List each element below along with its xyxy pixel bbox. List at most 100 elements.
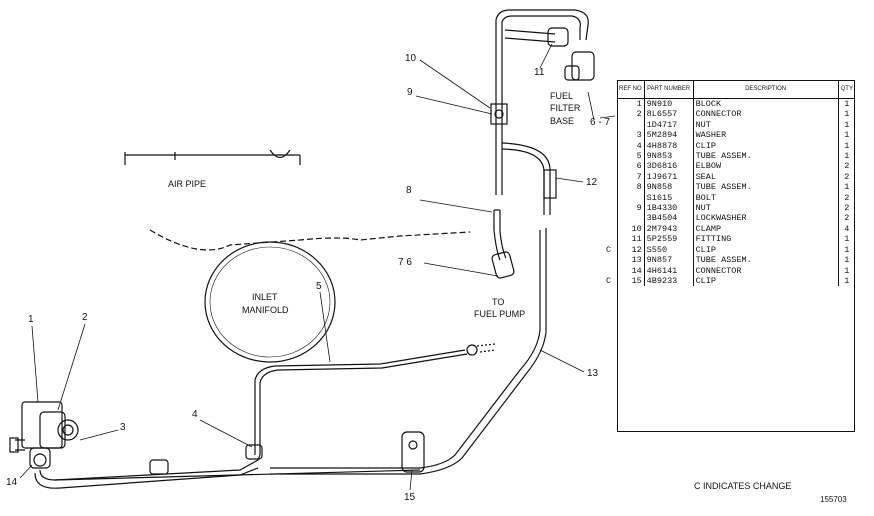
cell-qty: 2 xyxy=(844,192,850,203)
cell-ref: 9 xyxy=(617,203,645,214)
cell-ref: 7 xyxy=(617,171,645,183)
cell-part-number: 5P2559 xyxy=(644,234,694,245)
cell-ref: 2 xyxy=(617,109,645,120)
leader-lines xyxy=(19,43,595,491)
cell-ref: 10 xyxy=(617,223,645,235)
cell-ref: 14 xyxy=(617,265,645,276)
cell-part-number: 9N853 xyxy=(644,151,694,162)
callout-1: 1 xyxy=(28,314,34,325)
cell-ref: 15 xyxy=(617,275,645,287)
header-ref-no: REF NO xyxy=(617,80,645,99)
cell-ref: 6 xyxy=(617,161,645,172)
cell-qty: 1 xyxy=(844,99,850,109)
cell-ref: 3 xyxy=(617,130,645,141)
air-pipe-label: AIR PIPE xyxy=(168,179,207,189)
cell-part-number: 1J9671 xyxy=(644,171,694,183)
cell-qty: 1 xyxy=(844,109,850,120)
cell-qty: 1 xyxy=(844,244,850,255)
cell-description: CONNECTOR xyxy=(693,109,839,120)
table-header-row: REF NO PART NUMBER DESCRIPTION QTY xyxy=(617,80,855,99)
cell-qty: 2 xyxy=(844,213,850,224)
cell-part-number: 3B4504 xyxy=(644,213,694,224)
cell-part-number: 2M7943 xyxy=(644,223,694,235)
to-fuel-pump-label-1: TO xyxy=(492,297,505,307)
cell-qty: 1 xyxy=(844,234,850,245)
cell-qty: 1 xyxy=(844,265,850,276)
cell-description: LOCKWASHER xyxy=(693,213,839,224)
inlet-manifold-label-1: INLET xyxy=(252,292,278,302)
cell-ref: 4 xyxy=(617,140,645,152)
change-marker: C xyxy=(606,244,612,255)
inlet-manifold-circle xyxy=(204,241,336,363)
cell-part-number: S550 xyxy=(644,244,694,256)
cell-description: CLIP xyxy=(693,244,839,256)
cell-part-number: 5M2894 xyxy=(644,130,694,141)
cell-ref xyxy=(617,192,645,204)
cell-description: CLIP xyxy=(693,275,839,287)
tube-14-main xyxy=(39,454,261,481)
cell-description: NUT xyxy=(693,203,839,214)
callout-13: 13 xyxy=(587,368,599,379)
cell-description: TUBE ASSEM. xyxy=(693,151,839,162)
cell-qty: 2 xyxy=(844,203,850,214)
change-note: C INDICATES CHANGE xyxy=(694,481,792,491)
cell-ref xyxy=(617,213,645,224)
cell-ref xyxy=(617,119,645,131)
cell-part-number: 4H8878 xyxy=(644,140,694,152)
callout-14: 14 xyxy=(6,477,18,488)
cell-part-number: 3D6816 xyxy=(644,161,694,172)
tube-12 xyxy=(495,130,503,195)
header-qty: QTY xyxy=(838,80,855,99)
tube-top-loop xyxy=(495,9,589,130)
air-pipe-outline xyxy=(124,149,301,165)
cell-qty: 1 xyxy=(844,119,850,130)
cell-part-number: 4H6141 xyxy=(644,265,694,276)
callout-11: 11 xyxy=(534,67,545,78)
cell-description: BLOCK xyxy=(693,98,839,110)
callout-10: 10 xyxy=(405,53,417,64)
callout-4: 4 xyxy=(192,409,198,420)
cell-description: WASHER xyxy=(693,130,839,141)
header-part-number: PART NUMBER xyxy=(644,80,694,99)
cell-description: FITTING xyxy=(693,234,839,245)
cell-part-number: 9N910 xyxy=(644,98,694,110)
callout-7-6: 7 6 xyxy=(398,257,412,268)
cell-part-number: 1D4717 xyxy=(644,119,694,131)
cell-part-number: 1B4330 xyxy=(644,203,694,214)
tube-5 xyxy=(254,349,466,455)
fuel-filter-label-2: FILTER xyxy=(550,103,581,113)
callout-12: 12 xyxy=(586,177,598,188)
cell-description: NUT xyxy=(693,119,839,131)
cell-qty: 2 xyxy=(844,161,850,172)
callout-15: 15 xyxy=(404,492,416,503)
callout-2: 2 xyxy=(82,312,88,323)
cell-qty: 2 xyxy=(844,171,850,182)
cell-description: ELBOW xyxy=(693,161,839,172)
cell-qty: 1 xyxy=(844,130,850,141)
fuel-filter-label-3: BASE xyxy=(550,116,575,126)
cell-part-number: 8L6557 xyxy=(644,109,694,120)
cell-ref: 13 xyxy=(617,255,645,266)
header-description: DESCRIPTION xyxy=(693,80,839,99)
clamp-9-10 xyxy=(490,103,508,125)
inlet-manifold-label-2: MANIFOLD xyxy=(242,305,289,315)
cell-qty: 1 xyxy=(844,140,850,151)
cell-ref: 1 xyxy=(617,98,645,110)
tube-13 xyxy=(270,230,541,469)
clip-4-shape xyxy=(245,444,263,460)
block-assembly xyxy=(9,401,79,469)
